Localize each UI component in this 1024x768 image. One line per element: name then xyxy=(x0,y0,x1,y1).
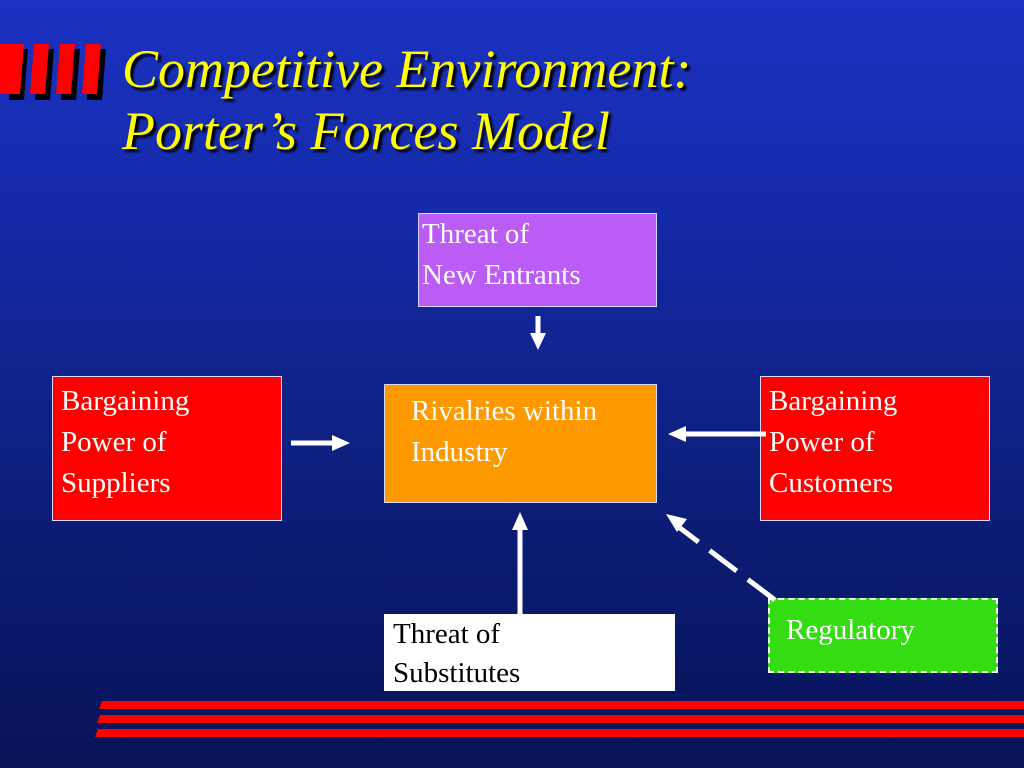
rivalry-box: Rivalries within Industry xyxy=(384,384,657,503)
suppliers-line-2: Power of xyxy=(61,426,167,458)
slide-title: Competitive Environment: Porter’s Forces… xyxy=(122,38,691,162)
substitutes-box: Threat of Substitutes xyxy=(384,614,675,691)
arrow-regulatory-to-rivalry xyxy=(666,514,777,602)
title-line-2: Porter’s Forces Model xyxy=(122,101,610,161)
suppliers-line-1: Bargaining xyxy=(61,385,190,417)
customers-line-1: Bargaining xyxy=(769,385,898,417)
suppliers-power-box: Bargaining Power of Suppliers xyxy=(52,376,282,521)
suppliers-line-3: Suppliers xyxy=(61,467,171,499)
substitutes-line-1: Threat of xyxy=(393,618,501,650)
title-line-1: Competitive Environment: xyxy=(122,39,692,99)
rivalry-line-2: Industry xyxy=(411,436,508,468)
arrow-new-entrants-to-rivalry xyxy=(530,316,546,350)
customers-line-2: Power of xyxy=(769,426,875,458)
arrow-customers-to-rivalry xyxy=(668,426,766,442)
new-entrants-line-2: New Entrants xyxy=(422,259,581,291)
decor-stripes xyxy=(95,701,1024,737)
new-entrants-line-1: Threat of xyxy=(422,218,530,250)
logo-bars-icon xyxy=(0,44,106,100)
arrow-suppliers-to-rivalry xyxy=(291,435,350,451)
regulatory-box: Regulatory xyxy=(768,598,998,673)
arrow-substitutes-to-rivalry xyxy=(512,512,528,614)
regulatory-label: Regulatory xyxy=(786,614,915,646)
substitutes-line-2: Substitutes xyxy=(393,657,521,689)
customers-line-3: Customers xyxy=(769,467,894,499)
new-entrants-box: Threat of New Entrants xyxy=(418,213,657,307)
rivalry-line-1: Rivalries within xyxy=(411,395,598,427)
customers-power-box: Bargaining Power of Customers xyxy=(760,376,990,521)
